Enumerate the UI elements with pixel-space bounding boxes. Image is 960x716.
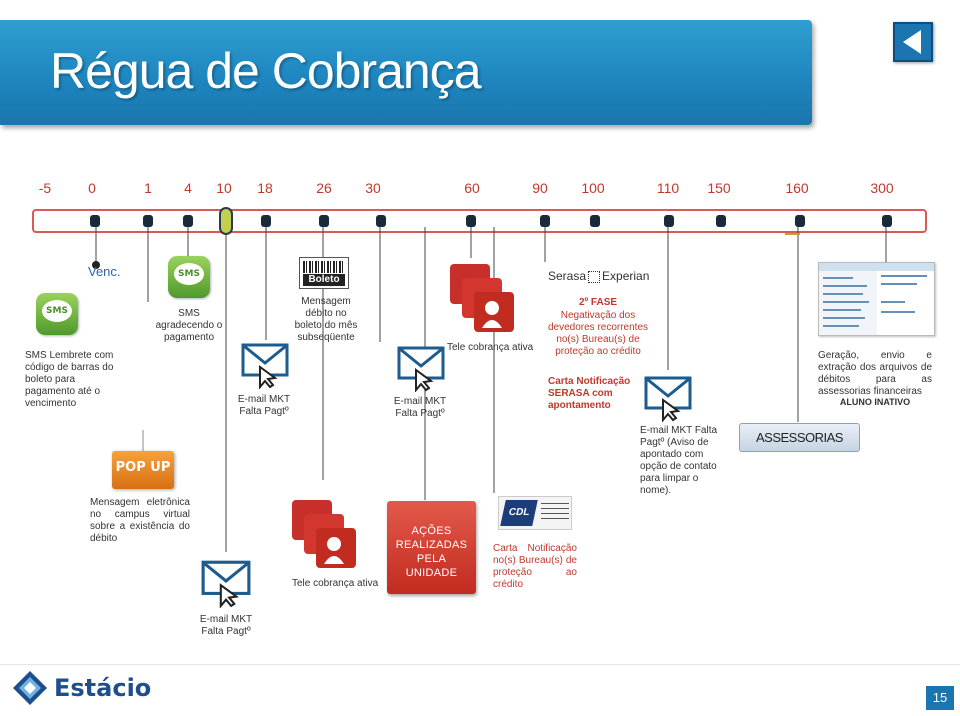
email-icon (241, 343, 289, 389)
assessorias-box: ASSESSORIAS (739, 423, 860, 452)
system-screenshot-thumbnail (818, 262, 935, 336)
timeline-marker (882, 215, 892, 227)
back-button[interactable] (893, 22, 933, 62)
page-number: 15 (926, 686, 954, 710)
serasa-logo: Serasa Experian (548, 269, 649, 283)
mensagem-debito-text: Mensagem débito no boleto do mês subseqü… (294, 296, 358, 343)
acoes-line: AÇÕES (411, 525, 452, 537)
boleto-icon: Boleto (299, 257, 349, 289)
mensagem-campus-text: Mensagem eletrônica no campus virtual so… (90, 497, 190, 544)
serasa-logo-right: Experian (602, 269, 650, 283)
timeline-bar (32, 209, 927, 233)
day-label: 300 (870, 180, 894, 196)
carta-serasa-text: Carta Notificação SERASA com apontamento (548, 376, 631, 411)
geracao-text: Geração, envio e extração dos arquivos d… (818, 350, 932, 397)
tele-1-text: Tele cobrança ativa (447, 342, 534, 353)
title-banner (0, 20, 812, 125)
day-label: 10 (216, 180, 232, 196)
fase2-text: Negativação dos devedores recorrentes no… (547, 310, 649, 357)
estacio-brand: Estácio (54, 674, 152, 702)
day-label: 0 (88, 180, 96, 196)
email-4-text: E-mail MKT Falta Pagtº (Aviso de apontad… (640, 425, 718, 496)
day-label: 1 (144, 180, 152, 196)
venc-label: Venc. (88, 264, 121, 279)
boleto-label: Boleto (303, 274, 345, 286)
timeline-marker-current (219, 207, 233, 235)
email-icon (644, 376, 692, 422)
timeline-marker (319, 215, 329, 227)
day-label: 4 (184, 180, 192, 196)
page-title: Régua de Cobrança (50, 43, 482, 99)
day-label: 150 (707, 180, 731, 196)
email-1-text: E-mail MKT Falta Pagtº (237, 394, 291, 417)
fase2-title: 2º FASE (578, 297, 618, 308)
acoes-line: REALIZADAS (395, 539, 468, 551)
email-2-text: E-mail MKT Falta Pagtº (199, 614, 253, 637)
tele-2-text: Tele cobrança ativa (292, 578, 379, 589)
timeline-marker (143, 215, 153, 227)
acoes-box: AÇÕES REALIZADAS PELA UNIDADE (387, 501, 476, 594)
day-label: 90 (532, 180, 548, 196)
carta-cdl-text: Carta Notificação no(s) Bureau(s) de pro… (493, 543, 577, 590)
timeline-marker (90, 215, 100, 227)
sms-icon: SMS (36, 293, 78, 335)
cdl-label: CDL (500, 500, 538, 526)
estacio-logo: Estácio (12, 670, 151, 711)
serasa-logo-left: Serasa (548, 269, 587, 283)
email-3-text: E-mail MKT Falta Pagtº (393, 396, 447, 419)
sms-icon: SMS (168, 256, 210, 298)
day-label: 18 (257, 180, 273, 196)
timeline-marker (540, 215, 550, 227)
timeline-marker (795, 215, 805, 227)
timeline-days: -5 0 1 4 10 18 26 30 60 90 100 110 150 1… (25, 180, 945, 204)
timeline-marker (716, 215, 726, 227)
day-label: 60 (464, 180, 480, 196)
telemarketing-icon (450, 264, 514, 332)
acoes-line: PELA (416, 553, 447, 565)
cdl-logo: CDL (498, 496, 572, 530)
popup-label: POP UP (115, 460, 171, 475)
day-label: 26 (316, 180, 332, 196)
day-label: 100 (581, 180, 605, 196)
estacio-diamond-icon (13, 671, 47, 705)
sms-agradecendo-text: SMS agradecendo o pagamento (155, 308, 223, 343)
timeline-marker (261, 215, 271, 227)
day-label: 160 (785, 180, 809, 196)
back-arrow-icon (903, 30, 921, 54)
aluno-inativo-label: ALUNO INATIVO (839, 397, 911, 407)
email-icon (201, 560, 251, 608)
timeline-marker (183, 215, 193, 227)
timeline-marker (590, 215, 600, 227)
footer-divider (0, 664, 960, 665)
acoes-line: UNIDADE (405, 567, 458, 579)
day-label: -5 (38, 180, 52, 196)
day-label: 110 (656, 180, 680, 196)
email-icon (397, 346, 445, 392)
timeline-marker (664, 215, 674, 227)
telemarketing-icon (292, 500, 356, 568)
timeline-marker (376, 215, 386, 227)
sms-lembrete-text: SMS Lembrete com código de barras do bol… (25, 350, 114, 409)
day-label: 30 (365, 180, 381, 196)
timeline-marker (466, 215, 476, 227)
popup-icon: POP UP (112, 451, 174, 489)
